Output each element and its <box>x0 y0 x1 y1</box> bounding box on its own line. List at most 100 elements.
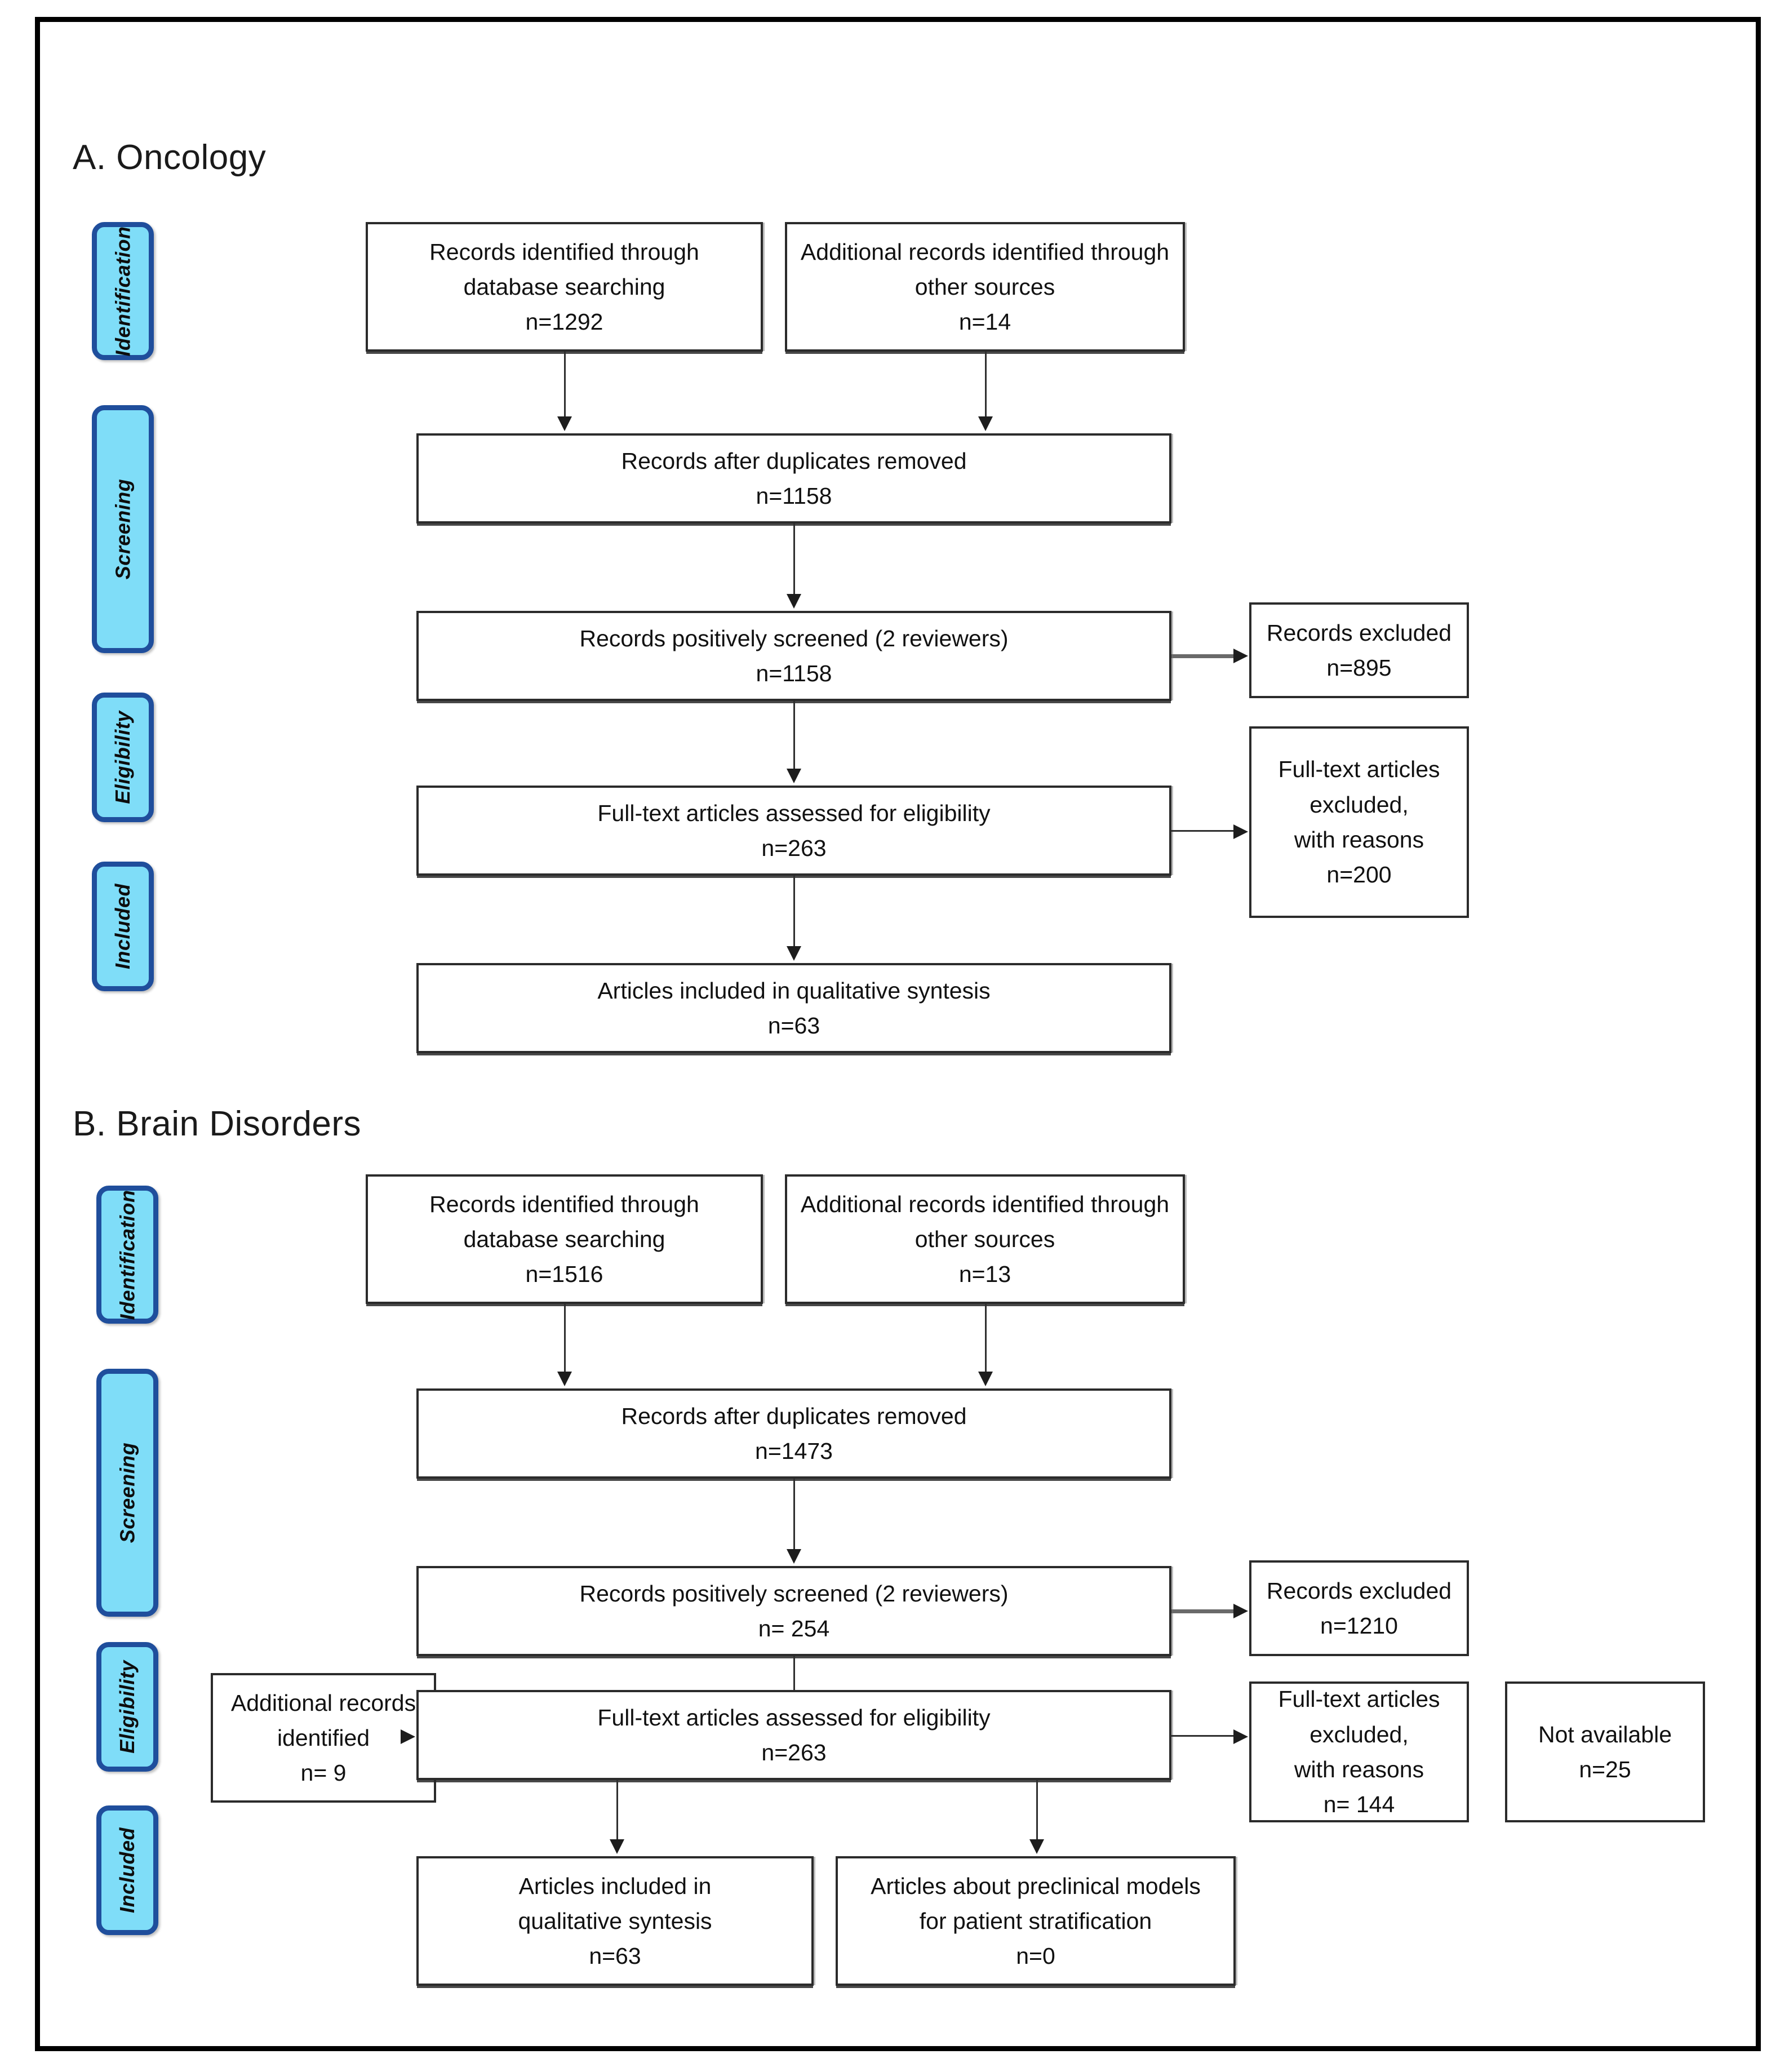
phase-tab-label: Screening <box>111 478 134 580</box>
node-additional-records-other-sources-b: Additional records identified through ot… <box>785 1174 1185 1304</box>
node-line-2: excluded, <box>1309 1721 1409 1747</box>
node-line-1: Full-text articles <box>1278 1686 1440 1712</box>
connector-db-to-dedup-b <box>564 1304 566 1377</box>
node-articles-preclinical-models-b: Articles about preclinical models for pa… <box>836 1856 1236 1986</box>
connector-screened-to-fulltext-b <box>793 1656 795 1715</box>
connector-db-to-dedup-a <box>564 352 566 422</box>
node-additional-records-identified-b: Additional records identified n= 9 <box>211 1673 436 1803</box>
phase-tab-eligibility-a[interactable]: Eligibility <box>92 693 154 822</box>
node-records-identified-database-b: Records identified through database sear… <box>366 1174 763 1304</box>
arrowhead-db-to-dedup-a <box>557 416 572 431</box>
arrowhead-db-to-dedup-b <box>557 1372 572 1386</box>
node-line-1: Records excluded <box>1266 1577 1452 1604</box>
node-line-2: database searching <box>463 273 665 300</box>
node-line-1: Records identified through <box>429 238 699 265</box>
node-line-1: Records excluded <box>1266 619 1452 646</box>
arrowhead-other-to-dedup-b <box>978 1372 993 1386</box>
node-line-1: Full-text articles <box>1278 756 1440 783</box>
node-line-1: Additional records <box>230 1689 416 1716</box>
arrowhead-additional-to-fulltext-b <box>401 1729 415 1744</box>
panel-a-heading: A. Oncology <box>73 138 267 177</box>
connector-fulltext-to-included-b <box>616 1780 618 1845</box>
phase-tab-label: Eligibility <box>111 711 135 804</box>
node-count: n=63 <box>589 1943 641 1969</box>
arrowhead-fulltext-to-preclinical-b <box>1029 1839 1044 1854</box>
arrowhead-fulltext-to-included-b <box>610 1839 624 1854</box>
phase-tab-eligibility-b[interactable]: Eligibility <box>96 1642 158 1772</box>
node-count: n= 9 <box>300 1760 347 1786</box>
node-line-2: other sources <box>915 1226 1055 1252</box>
panel-b-heading: B. Brain Disorders <box>73 1104 362 1143</box>
node-line-1: Articles included in <box>518 1873 712 1899</box>
node-line-1: Articles included in qualitative syntesi… <box>597 977 991 1004</box>
node-count: n=1516 <box>525 1261 603 1288</box>
node-records-identified-database-a: Records identified through database sear… <box>366 222 763 352</box>
node-count: n=1158 <box>756 483 832 509</box>
node-count: n=25 <box>1579 1756 1631 1782</box>
node-count: n=263 <box>761 1740 827 1765</box>
phase-tab-label: Eligibility <box>116 1660 139 1754</box>
phase-tab-included-b[interactable]: Included <box>96 1805 158 1935</box>
connector-screened-to-excluded-b <box>1171 1609 1236 1613</box>
node-count: n=1473 <box>755 1438 833 1464</box>
node-count: n=1158 <box>756 660 832 686</box>
node-additional-records-other-sources-a: Additional records identified through ot… <box>785 222 1185 352</box>
node-line-1: Articles about preclinical models <box>871 1873 1201 1899</box>
arrowhead-screened-to-excluded-a <box>1233 649 1248 663</box>
arrowhead-other-to-dedup-a <box>978 416 993 431</box>
node-line-3: with reasons <box>1294 827 1424 853</box>
node-line-1: Not available <box>1538 1721 1672 1747</box>
phase-tab-identification-b[interactable]: Identification <box>96 1186 158 1324</box>
node-count: n=1210 <box>1320 1613 1398 1639</box>
node-fulltext-excluded-a: Full-text articles excluded, with reason… <box>1249 726 1469 918</box>
node-count: n= 254 <box>758 1616 830 1641</box>
figure-border: A. Oncology Identification Screening Eli… <box>35 17 1761 2051</box>
node-line-1: Records after duplicates removed <box>621 1403 967 1429</box>
node-count: n=63 <box>767 1013 820 1039</box>
arrowhead-fulltext-to-excluded-a <box>1233 824 1248 839</box>
node-line-1: Full-text articles assessed for eligibil… <box>597 1704 991 1731</box>
arrowhead-fulltext-to-excluded-b <box>1233 1729 1248 1744</box>
connector-screened-to-excluded-a <box>1171 654 1236 658</box>
connector-fulltext-to-excluded-a <box>1171 830 1236 832</box>
node-records-positively-screened-b: Records positively screened (2 reviewers… <box>416 1566 1171 1656</box>
node-line-1: Records identified through <box>429 1191 699 1217</box>
node-articles-included-qualitative-a: Articles included in qualitative syntesi… <box>416 963 1171 1053</box>
arrowhead-dedup-to-screened-b <box>787 1549 801 1564</box>
node-count: n=14 <box>958 309 1011 335</box>
node-records-excluded-a: Records excluded n=895 <box>1249 602 1469 698</box>
node-line-2: identified <box>277 1724 370 1751</box>
node-line-2: qualitative syntesis <box>518 1907 712 1934</box>
node-records-positively-screened-a: Records positively screened (2 reviewers… <box>416 611 1171 701</box>
node-line-2: other sources <box>915 273 1055 300</box>
node-records-excluded-b: Records excluded n=1210 <box>1249 1560 1469 1656</box>
node-records-after-duplicates-a: Records after duplicates removed n=1158 <box>416 433 1171 523</box>
connector-fulltext-to-preclinical-b <box>1036 1780 1038 1845</box>
phase-tab-identification-a[interactable]: Identification <box>92 222 154 360</box>
arrowhead-screened-to-fulltext-a <box>787 769 801 783</box>
phase-tab-included-a[interactable]: Included <box>92 862 154 991</box>
node-count: n=200 <box>1326 862 1392 888</box>
node-count: n=1292 <box>525 309 603 335</box>
connector-dedup-to-screened-b <box>793 1479 795 1555</box>
phase-tab-label: Included <box>111 883 135 970</box>
phase-tab-screening-a[interactable]: Screening <box>92 405 154 653</box>
arrowhead-fulltext-to-included-a <box>787 946 801 961</box>
node-not-available-b: Not available n=25 <box>1505 1681 1705 1822</box>
phase-tab-screening-b[interactable]: Screening <box>96 1369 158 1617</box>
node-line-1: Records positively screened (2 reviewers… <box>579 1580 1009 1607</box>
node-fulltext-assessed-a: Full-text articles assessed for eligibil… <box>416 786 1171 876</box>
node-line-1: Full-text articles assessed for eligibil… <box>597 800 991 826</box>
node-records-after-duplicates-b: Records after duplicates removed n=1473 <box>416 1388 1171 1479</box>
connector-screened-to-fulltext-a <box>793 701 795 774</box>
node-fulltext-excluded-b: Full-text articles excluded, with reason… <box>1249 1681 1469 1822</box>
connector-other-to-dedup-b <box>985 1304 987 1377</box>
arrowhead-screened-to-excluded-b <box>1233 1604 1248 1618</box>
node-line-2: database searching <box>463 1226 665 1252</box>
node-line-2: excluded, <box>1309 791 1409 818</box>
arrowhead-dedup-to-screened-a <box>787 594 801 609</box>
node-articles-included-qualitative-b: Articles included in qualitative syntesi… <box>416 1856 814 1986</box>
node-count: n=895 <box>1326 655 1392 681</box>
phase-tab-label: Included <box>116 1827 139 1914</box>
node-fulltext-assessed-b: Full-text articles assessed for eligibil… <box>416 1690 1171 1780</box>
